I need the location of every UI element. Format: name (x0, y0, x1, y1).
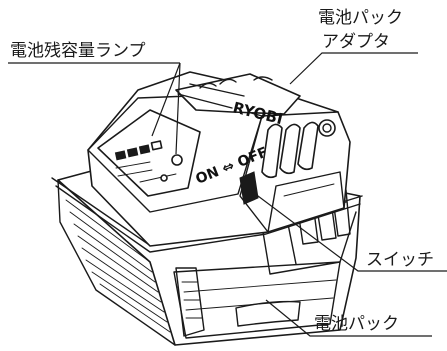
leader-indicator-left (151, 62, 181, 137)
label-battery-pack: 電池パック (314, 314, 399, 334)
leader-adapter (289, 52, 418, 85)
leader-battery-pack (265, 299, 432, 337)
leader-indicator-right (175, 62, 181, 155)
leader-switch (249, 189, 447, 272)
label-switch: スイッチ (366, 250, 434, 270)
label-adapter-line1: 電池パック (318, 8, 403, 28)
label-battery-indicator-lamp: 電池残容量ランプ (10, 41, 146, 61)
label-adapter-line2: アダプタ (322, 32, 390, 52)
adapter-body (87, 71, 351, 247)
